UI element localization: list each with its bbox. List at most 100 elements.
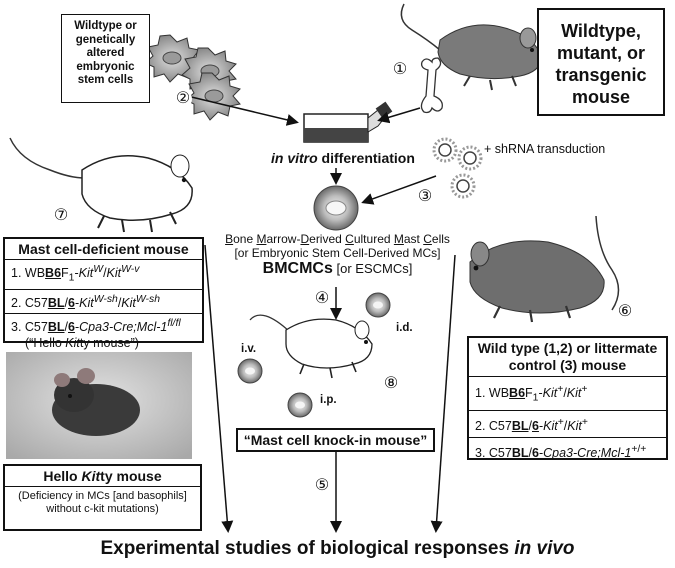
deficient-title: Mast cell-deficient mouse: [5, 239, 202, 260]
bmcmc-title: BMCMCs [or ESCMCs]: [210, 260, 465, 277]
d2-bl: BL: [47, 295, 65, 310]
hk-post: ty mouse: [100, 468, 162, 484]
es-cells-box: Wildtype or genetically altered embryoni…: [61, 14, 150, 103]
hk-pre: Hello: [43, 468, 82, 484]
control-mouse-box: Wild type (1,2) or littermate control (3…: [467, 336, 668, 460]
bmcmc-title-alt: [or ESCMCs]: [332, 261, 413, 276]
d1-sup2: W-v: [121, 264, 140, 275]
d1-num: 1. WB: [11, 266, 46, 281]
control-row-3: 3. C57BL/6-Cpa3-Cre;Mcl-1+/+: [469, 436, 666, 464]
d2-kit1: Kit: [79, 295, 94, 310]
hello-kitty-title: Hello Kitty mouse: [5, 466, 200, 487]
recipient-mouse-graphic: [249, 314, 373, 379]
d3b-post: ty mouse”): [79, 335, 139, 350]
es-cells-graphic: [144, 34, 241, 121]
route-iv-label: i.v.: [241, 343, 257, 355]
d1-kit2: Kit: [106, 266, 122, 281]
c3-gene: Cpa3-Cre;Mcl-1: [543, 445, 632, 460]
c3-slash: /: [528, 445, 532, 460]
gray-mouse-right-graphic: [469, 215, 620, 323]
mast-cell-graphic: [313, 185, 359, 231]
deficient-row-1: 1. WBB6F1-KitW/KitW-v: [5, 260, 202, 289]
source-mouse-label: Wildtype, mutant, or transgenic mouse: [555, 21, 647, 107]
c1-dash: -: [538, 386, 543, 401]
step-2-marker: ②: [174, 90, 192, 108]
bmcmc-arrow: arrow-: [266, 232, 301, 246]
c2-bl: BL: [511, 418, 529, 433]
bmcmc-M: M: [256, 232, 267, 246]
step-5-marker: ⑤: [313, 477, 331, 495]
c1-slash: /: [563, 386, 567, 401]
c2-six: 6: [532, 418, 539, 433]
virus-graphic: [432, 137, 483, 199]
c1-f: F: [525, 386, 533, 401]
d2-slash: /: [64, 295, 68, 310]
in-vitro-italic: in vitro: [271, 150, 318, 166]
bottom-italic: in vivo: [514, 538, 575, 559]
control-row-1: 1. WBB6F1-Kit+/Kit+: [469, 377, 666, 410]
hello-kitty-photo: [6, 352, 192, 459]
bmcmc-ells: ells: [431, 232, 450, 246]
step-7-marker: ⑦: [52, 207, 70, 225]
d3-bl: BL: [47, 319, 65, 334]
c2-gene2: Kit: [567, 418, 582, 433]
bmcmc-title-main: BMCMCs: [262, 260, 333, 277]
culture-flask-graphic: [303, 101, 393, 143]
in-vitro-label: in vitro differentiation: [271, 150, 415, 166]
deficient-row-2: 2. C57BL/6-KitW-sh/KitW-sh: [5, 288, 202, 313]
bmcmc-line2: [or Embryonic Stem Cell-Derived MCs]: [234, 246, 441, 260]
deficient-mouse-box: Mast cell-deficient mouse 1. WBB6F1-KitW…: [3, 237, 204, 350]
d1-sub: 1: [68, 272, 75, 284]
c1-num: 1. WB: [475, 386, 510, 401]
injected-cells-graphic: [237, 292, 391, 418]
bottom-caption: Experimental studies of biological respo…: [0, 538, 675, 560]
c1-gene2: Kit: [566, 386, 582, 401]
c2-sup1: +: [557, 416, 564, 428]
route-ip-label: i.p.: [320, 394, 337, 406]
d2-six: 6: [68, 295, 75, 310]
source-mouse-box: Wildtype, mutant, or transgenic mouse: [537, 8, 665, 116]
deficient-row-3: 3. C57BL/6-Cpa3-Cre;Mcl-1fl/fl (“Hello K…: [5, 312, 202, 353]
control-row-2: 2. C57BL/6-Kit+/Kit+: [469, 409, 666, 437]
step-3-marker: ③: [416, 188, 434, 206]
d1-b6: B6: [45, 266, 62, 281]
d2-sup2: W-sh: [135, 293, 160, 305]
d3-dash: -: [74, 319, 80, 334]
d1-kit1: Kit: [78, 266, 94, 281]
bmcmc-description: Bone Marrow-Derived Cultured Mast Cells …: [210, 232, 465, 277]
d2-sup1: W-sh: [93, 293, 118, 305]
d1-dash: -: [74, 266, 79, 281]
bmcmc-C: C: [345, 232, 354, 246]
c2-sl2: /: [563, 418, 568, 433]
shrna-label: + shRNA transduction: [484, 142, 606, 156]
d2-num: 2. C57: [11, 295, 48, 310]
c1-b6: B6: [509, 386, 526, 401]
bmcmc-D: D: [300, 232, 310, 246]
step-1-marker: ①: [391, 61, 409, 79]
d2-kit2: Kit: [121, 295, 136, 310]
c3-num: 3. C57: [475, 445, 512, 460]
c1-sup1: +: [557, 384, 564, 395]
step-8-marker: ⑧: [382, 375, 400, 393]
hello-kitty-desc: (Deficiency in MCs [and basophils] witho…: [18, 490, 187, 515]
d1-f: F: [61, 266, 69, 281]
es-cells-label: Wildtype or genetically altered embryoni…: [74, 20, 137, 86]
d2-dash: -: [74, 295, 80, 310]
in-vitro-rest: differentiation: [317, 150, 415, 166]
bmcmc-C2: C: [423, 232, 432, 246]
c2-num: 2. C57: [475, 418, 512, 433]
c3-sup: +/+: [631, 443, 647, 455]
d3-six: 6: [68, 319, 75, 334]
d3-gene: Cpa3-Cre;Mcl-1: [79, 319, 168, 334]
bmcmc-erived: erived: [309, 232, 346, 246]
hk-kit: Kit: [81, 468, 101, 484]
c3-bl: BL: [511, 445, 529, 460]
bmcmc-ultured: ultured: [353, 232, 394, 246]
d1-slash: /: [103, 266, 107, 281]
d3-sup: fl/fl: [167, 317, 181, 329]
d1-sup1: W: [93, 264, 104, 275]
bmcmc-one: one: [233, 232, 257, 246]
d3b-kit: Kit: [65, 335, 80, 350]
